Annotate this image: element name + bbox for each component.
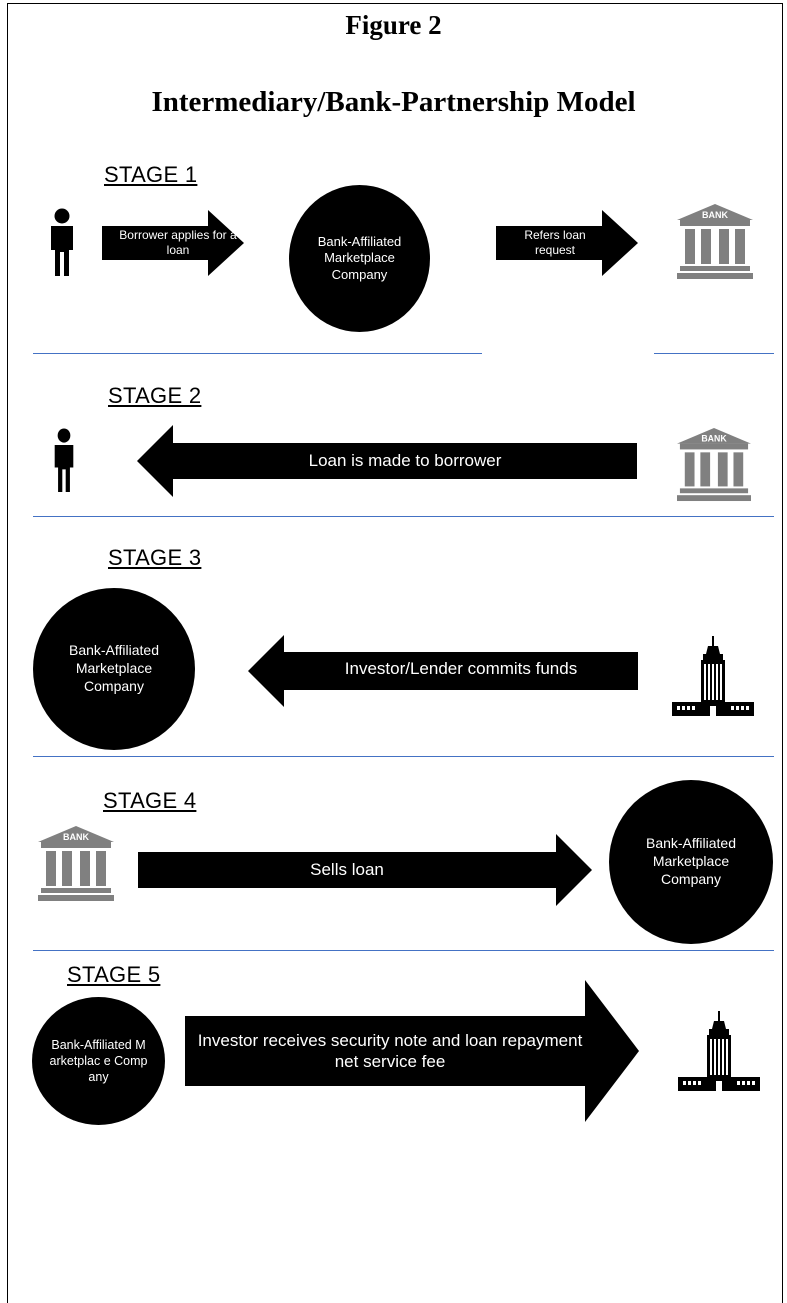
bank-text: BANK — [63, 832, 89, 842]
arrow-loan-made-label: Loan is made to borrower — [308, 451, 502, 471]
marketplace-circle: Bank-Affiliated Marketplac e Company — [32, 997, 165, 1125]
person-icon — [49, 208, 75, 276]
marketplace-circle: Bank-Affiliated Marketplace Company — [289, 185, 430, 332]
arrow-commit-funds-label: Investor/Lender commits funds — [344, 659, 578, 679]
arrow-sells-loan: Sells loan — [138, 834, 592, 906]
arrow-apply-label: Borrower applies for a loan — [119, 228, 237, 257]
arrow-loan-made: Loan is made to borrower — [137, 425, 637, 497]
stage-4-label: STAGE 4 — [103, 788, 197, 813]
figure-subtitle: Intermediary/Bank-Partnership Model — [151, 86, 636, 118]
stage-1-label: STAGE 1 — [104, 162, 198, 187]
divider — [654, 353, 774, 354]
divider — [33, 353, 482, 354]
arrow-sells-loan-label: Sells loan — [310, 860, 384, 880]
arrow-investor-receives-label: Investor receives security note and loan… — [197, 1030, 583, 1071]
person-icon — [53, 428, 75, 492]
arrow-commit-funds: Investor/Lender commits funds — [248, 635, 638, 707]
divider — [33, 516, 774, 517]
arrow-refer-label: Refers loan request — [524, 228, 586, 257]
divider — [33, 756, 774, 757]
arrow-refer: Refers loan request — [496, 210, 638, 276]
figure-frame — [7, 3, 783, 1303]
arrow-apply: Borrower applies for a loan — [102, 210, 244, 276]
bank-icon: BANK — [677, 428, 751, 502]
bank-icon: BANK — [38, 826, 114, 902]
skyscraper-icon — [678, 1011, 760, 1091]
stage-5-label: STAGE 5 — [67, 962, 161, 987]
stage-2-label: STAGE 2 — [108, 383, 202, 408]
divider — [33, 950, 774, 951]
bank-icon: BANK — [677, 204, 753, 280]
marketplace-circle: Bank-Affiliated Marketplace Company — [609, 780, 773, 944]
bank-text: BANK — [702, 210, 728, 220]
bank-text: BANK — [701, 434, 727, 444]
figure-title: Figure 2 — [345, 10, 442, 40]
stage-3-label: STAGE 3 — [108, 545, 202, 570]
marketplace-circle: Bank-Affiliated Marketplace Company — [33, 588, 195, 750]
skyscraper-icon — [672, 636, 754, 716]
arrow-investor-receives: Investor receives security note and loan… — [185, 980, 639, 1122]
